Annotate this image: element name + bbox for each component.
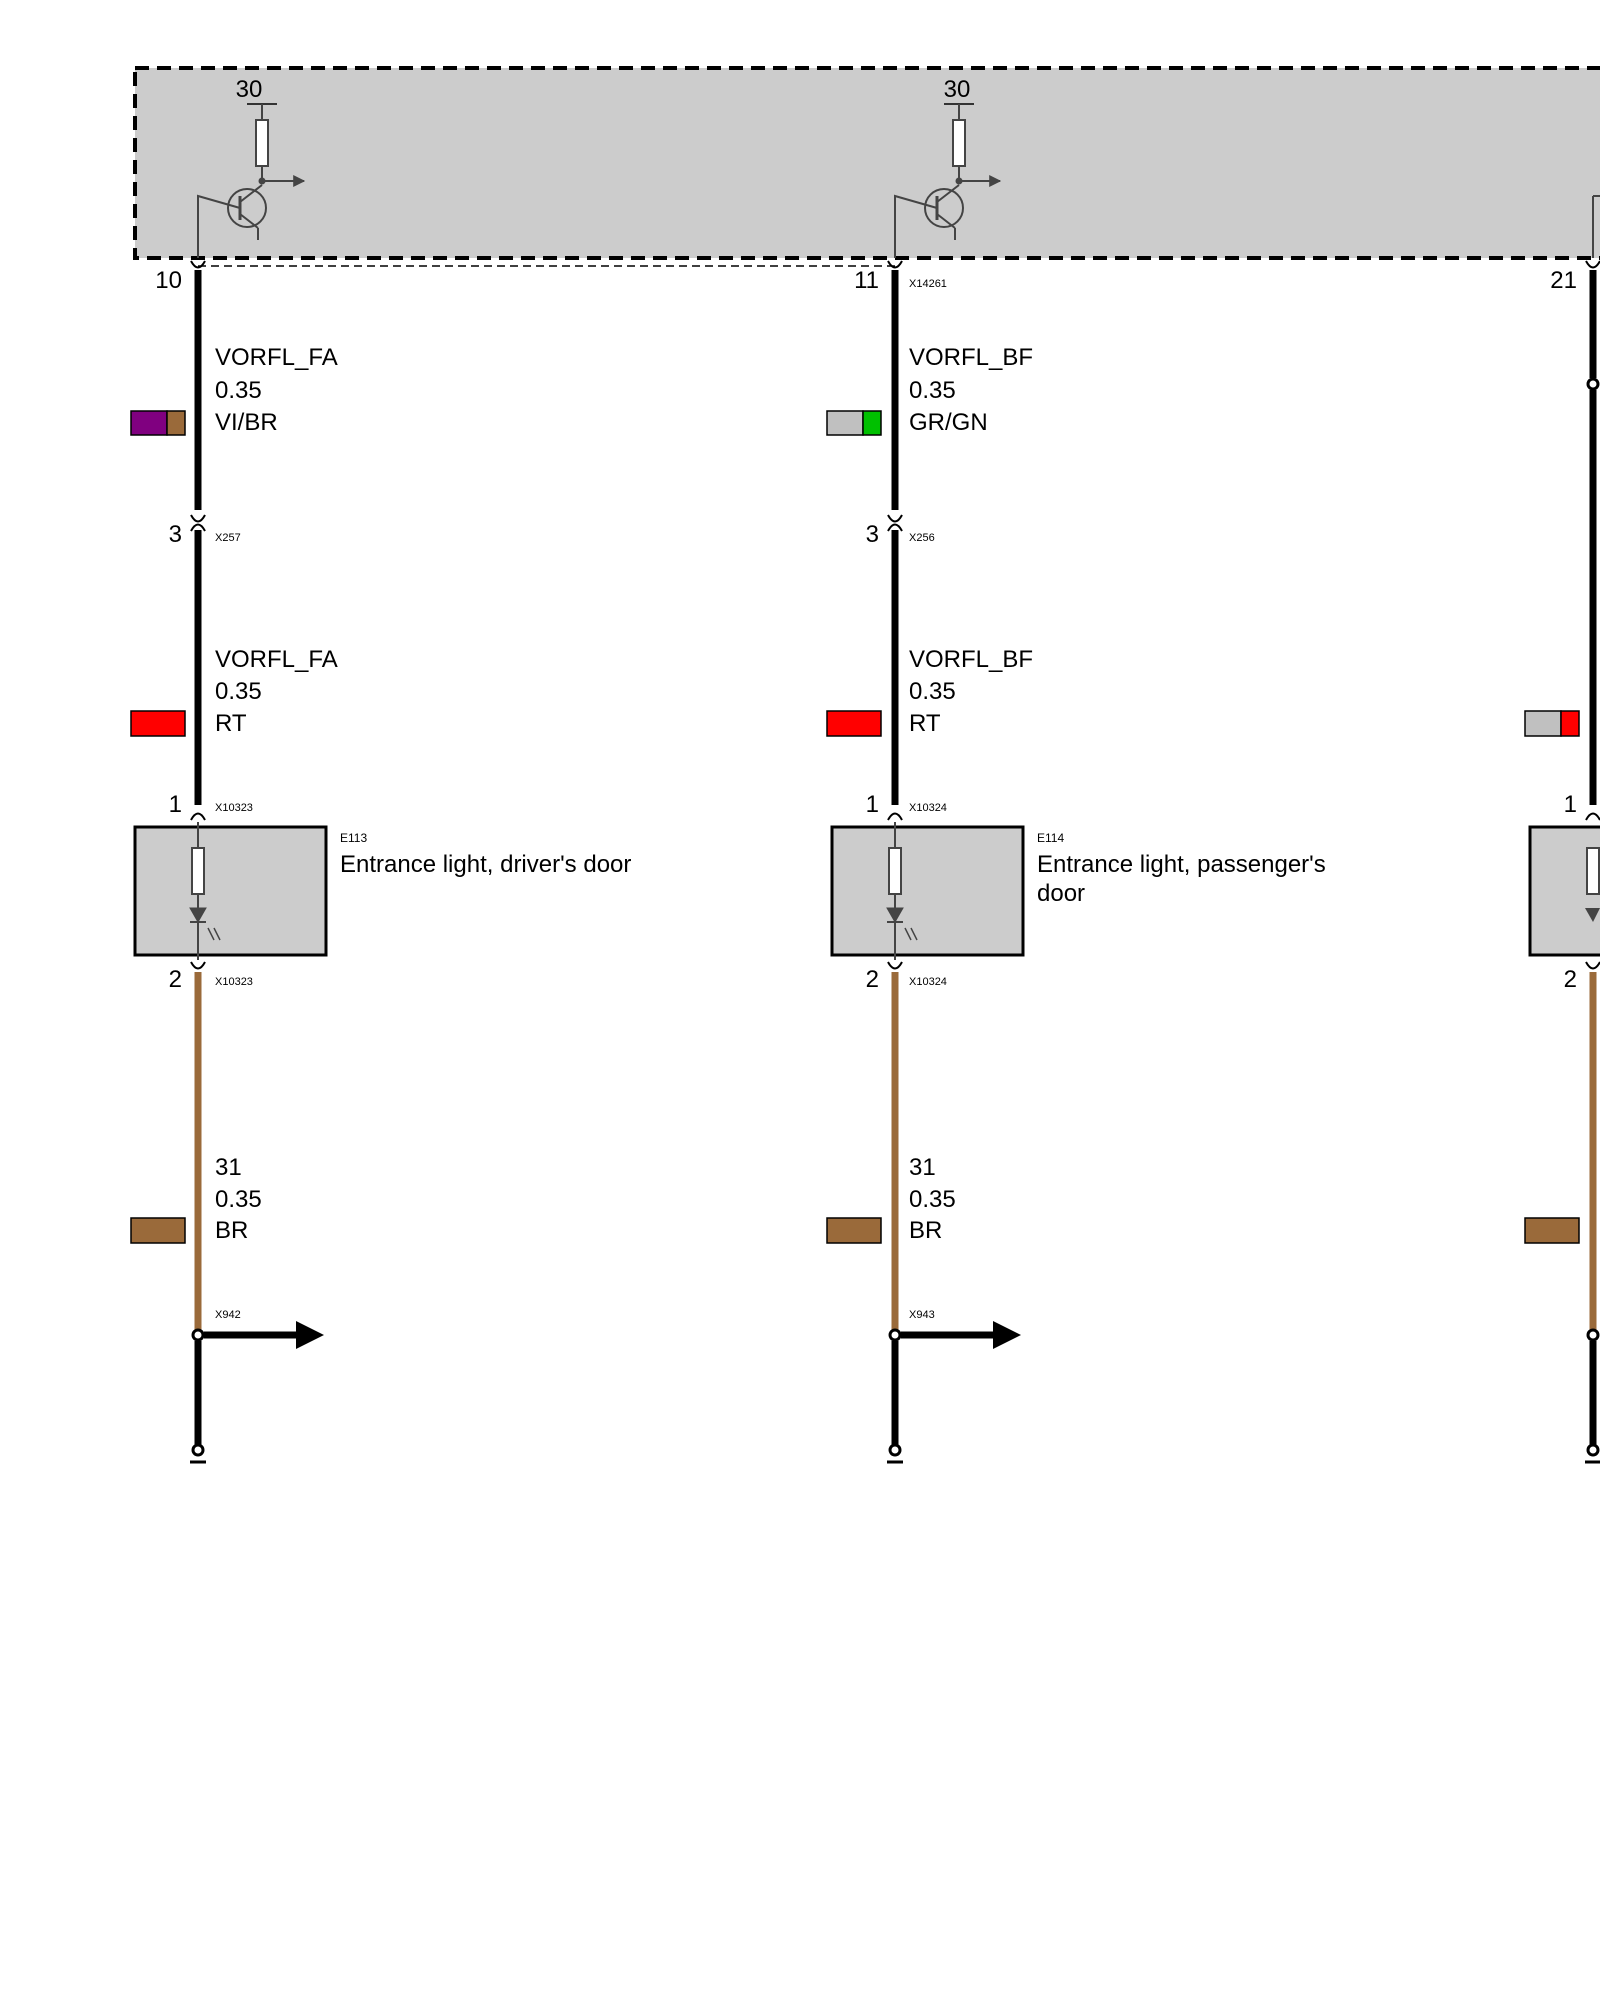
component-connector-bottom-label: X10324 xyxy=(909,976,947,988)
component-pin-bottom-label: 2 xyxy=(866,966,879,993)
wire1-color-swatch-b xyxy=(166,410,186,436)
continuation-arrow-icon xyxy=(296,1321,324,1349)
splice-point xyxy=(191,1328,205,1342)
supply-terminal-label: 30 xyxy=(944,76,971,103)
wire2-color-swatch-a xyxy=(1524,710,1562,737)
component-connector-bottom-label: X10323 xyxy=(215,976,253,988)
wire3-size: 0.35 xyxy=(215,1186,262,1213)
wire2-color-code: RT xyxy=(215,710,247,737)
supply-terminal-label: 30 xyxy=(236,76,263,103)
led-icon xyxy=(886,907,904,924)
component-pin-bottom-label: 2 xyxy=(1564,966,1577,993)
wire1-color-swatch-a xyxy=(826,410,864,436)
component-name-line1: Entrance light, driver's door xyxy=(340,851,631,878)
wire3-color-swatch xyxy=(130,1217,186,1244)
wire2-color-swatch xyxy=(826,710,882,737)
wire1-color-swatch-a xyxy=(130,410,168,436)
component-pin-top-label: 1 xyxy=(169,791,182,818)
wire2-signal: VORFL_BF xyxy=(909,646,1033,673)
wire2-color-swatch xyxy=(130,710,186,737)
wire2-signal: VORFL_FA xyxy=(215,646,338,673)
component-name-line2: door xyxy=(1037,880,1085,907)
circuit-partial-right: 21 1 2 xyxy=(1524,195,1600,1464)
output-pin-label: 21 xyxy=(1550,267,1577,294)
wire2-color-swatch-b xyxy=(1560,710,1580,737)
circuit-driver-door: 30 10 VORFL_FA 0.35 VI/BR 3 X257 xyxy=(130,76,631,1464)
component-pin-top-label: 1 xyxy=(866,791,879,818)
circuit-passenger-door: 30 11 X14261 VORFL_BF 0.35 GR/GN 3 X256 xyxy=(826,76,1326,1464)
continuation-arrow-icon xyxy=(993,1321,1021,1349)
output-transistor-stage: 30 xyxy=(197,76,306,258)
transistor-symbol xyxy=(227,188,267,228)
ground-connector-label: X943 xyxy=(909,1309,935,1321)
wire3-signal: 31 xyxy=(909,1154,936,1181)
wire3-color-swatch xyxy=(826,1217,882,1244)
pullup-resistor xyxy=(952,119,966,167)
pullup-resistor xyxy=(255,119,269,167)
component-id: E114 xyxy=(1037,831,1064,845)
output-transistor-stage: 30 xyxy=(894,76,1002,258)
component-pin-top-label: 1 xyxy=(1564,791,1577,818)
wire2-size: 0.35 xyxy=(909,678,956,705)
wire3-color-code: BR xyxy=(215,1217,248,1244)
wire1-color-code: GR/GN xyxy=(909,409,988,436)
output-pin-label: 10 xyxy=(155,267,182,294)
wire1-size: 0.35 xyxy=(909,377,956,404)
led-icon xyxy=(1585,908,1600,922)
wire1-size: 0.35 xyxy=(215,377,262,404)
component-pin-bottom-label: 2 xyxy=(169,966,182,993)
control-unit-housing xyxy=(133,66,1600,260)
wire3-color-swatch xyxy=(1524,1217,1580,1244)
component-resistor xyxy=(888,847,902,895)
wire1-color-code: VI/BR xyxy=(215,409,278,436)
component-box xyxy=(133,825,328,957)
wire3-signal: 31 xyxy=(215,1154,242,1181)
wire3-color-code: BR xyxy=(909,1217,942,1244)
component-name-line1: Entrance light, passenger's xyxy=(1037,851,1326,878)
mid-connector-label: X257 xyxy=(215,532,241,544)
component-box xyxy=(830,825,1025,957)
wire1-signal: VORFL_FA xyxy=(215,344,338,371)
mid-pin-label: 3 xyxy=(866,521,879,548)
led-icon xyxy=(189,907,207,924)
ground-connector-label: X942 xyxy=(215,1309,241,1321)
mid-pin-label: 3 xyxy=(169,521,182,548)
splice-point xyxy=(1586,1328,1600,1342)
wire1-color-swatch-b xyxy=(862,410,882,436)
component-connector-top-label: X10324 xyxy=(909,802,947,814)
component-connector-top-label: X10323 xyxy=(215,802,253,814)
output-pin-label: 11 xyxy=(854,267,879,294)
wire3-size: 0.35 xyxy=(909,1186,956,1213)
wire2-size: 0.35 xyxy=(215,678,262,705)
mid-connector-label: X256 xyxy=(909,532,935,544)
output-connector-label: X14261 xyxy=(909,278,947,290)
wire2-color-code: RT xyxy=(909,710,941,737)
component-id: E113 xyxy=(340,831,367,845)
transistor-symbol xyxy=(924,188,964,228)
component-resistor xyxy=(191,847,205,895)
splice-point xyxy=(888,1328,902,1342)
wire1-signal: VORFL_BF xyxy=(909,344,1033,371)
component-resistor xyxy=(1586,847,1600,895)
